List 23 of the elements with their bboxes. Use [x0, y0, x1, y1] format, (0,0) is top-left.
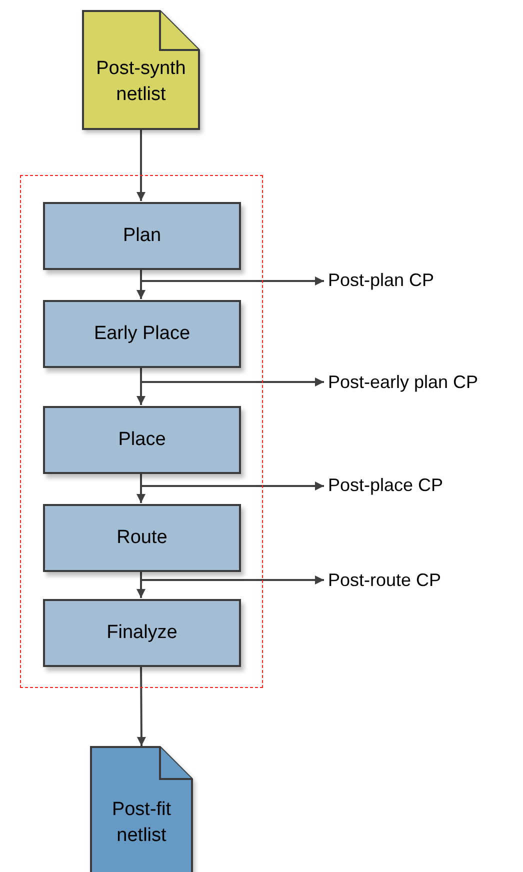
- node-label: Place: [118, 428, 166, 452]
- arrow: [136, 130, 146, 201]
- process-box: [43, 300, 241, 368]
- node-label: Early Place: [94, 322, 190, 346]
- process-box: [43, 599, 241, 667]
- process-box: [43, 202, 241, 270]
- arrow: [140, 269, 324, 286]
- node-label: Post-synth netlist: [95, 57, 187, 107]
- checkpoint-label: Post-place CP: [324, 472, 484, 498]
- node-label: Post-fit netlist: [110, 798, 172, 848]
- arrow: [140, 571, 324, 584]
- arrow: [140, 473, 324, 490]
- checkpoint-label: Post-route CP: [324, 567, 484, 593]
- checkpoint-label: Post-plan CP: [324, 267, 484, 293]
- node-label: Plan: [122, 224, 162, 248]
- arrow: [140, 367, 324, 386]
- node-label: Finalyze: [106, 620, 178, 645]
- process-box: [43, 504, 241, 572]
- node-label: Route: [116, 526, 168, 550]
- checkpoint-label: Post-early plan CP: [324, 369, 520, 395]
- dashed-group-frame: [20, 175, 263, 688]
- arrow: [136, 666, 146, 746]
- process-box: [43, 406, 241, 474]
